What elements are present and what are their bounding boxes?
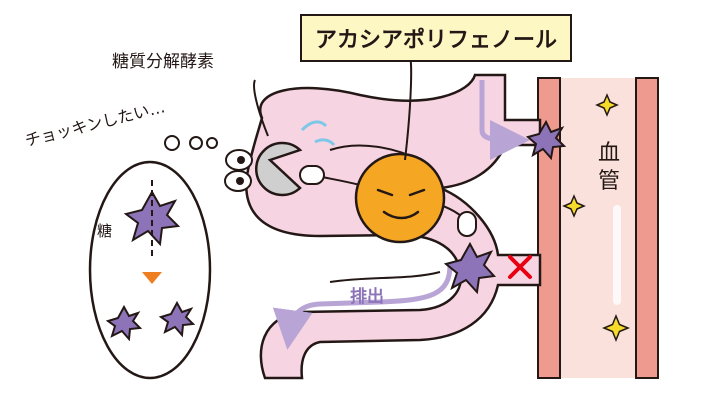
sparkle-icon xyxy=(595,93,619,117)
thought-bubbles xyxy=(164,135,218,151)
sparkle-icon xyxy=(602,314,630,342)
blood-vessel xyxy=(537,77,659,379)
intestine-fold xyxy=(329,271,441,283)
sparkle-icon xyxy=(562,194,586,218)
vessel-label: 血管 xyxy=(597,141,620,194)
enzyme-pacman-icon xyxy=(224,79,336,197)
sugar-label: 糖 xyxy=(97,222,113,240)
excretion-label: 排出 xyxy=(350,287,384,307)
excretion-arrow xyxy=(272,264,453,350)
cross-icon xyxy=(508,255,532,279)
sugar-star-icon xyxy=(105,304,143,342)
polyphenol-title: アカシアポリフェノール xyxy=(300,14,572,62)
sugar-star-icon xyxy=(123,189,181,247)
enzyme-label: 糖質分解酵素 xyxy=(112,52,214,72)
down-arrow-icon xyxy=(142,272,162,284)
thought-cloud xyxy=(88,160,212,380)
sugar-star-icon xyxy=(443,241,497,295)
sugar-star-icon xyxy=(158,300,196,338)
sugar-star-icon xyxy=(525,119,567,161)
absorption-arrow xyxy=(479,80,530,160)
